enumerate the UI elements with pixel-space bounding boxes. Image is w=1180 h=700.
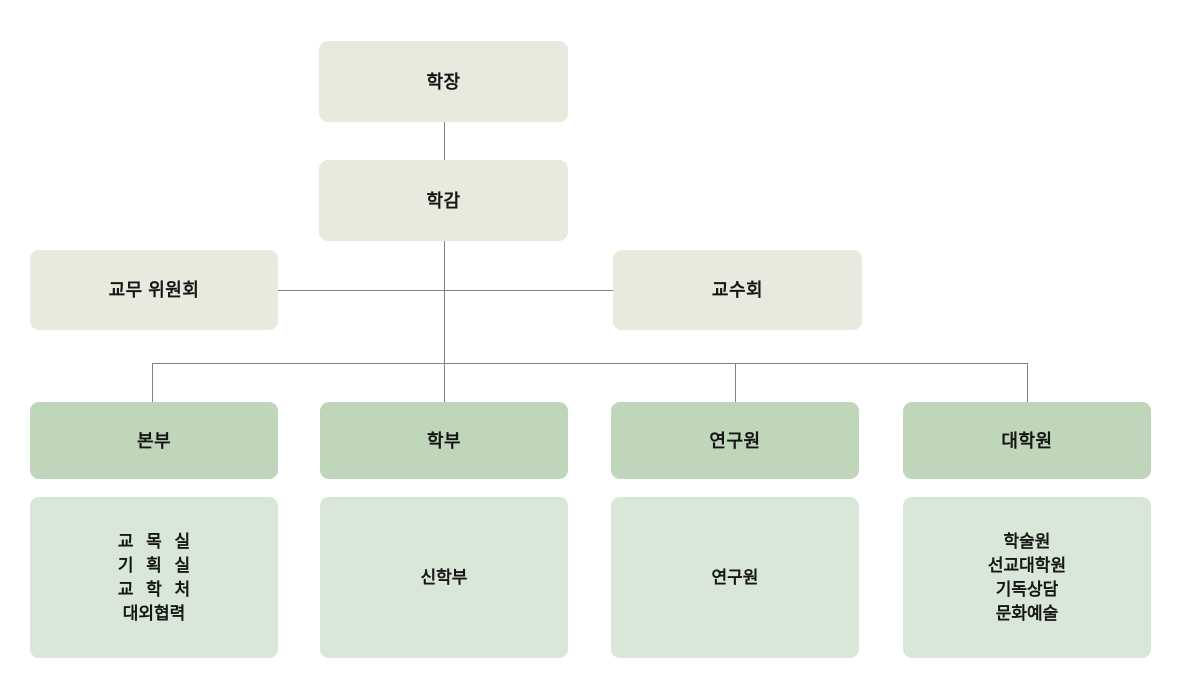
list-item: 기독상담 (995, 580, 1059, 599)
connector-drop-research-institute (735, 363, 736, 403)
headquarters-units-list: 교 목 실 기 획 실 교 학 처 대외협력 (30, 533, 278, 622)
list-item: 교 목 실 (117, 532, 195, 551)
node-graduate-school-units[interactable]: 학술원 선교대학원 기독상담 문화예술 (903, 497, 1151, 658)
connector-drop-graduate-school (1027, 363, 1028, 403)
node-academic-dean[interactable]: 학감 (319, 160, 568, 241)
node-graduate-school[interactable]: 대학원 (903, 402, 1151, 479)
node-academic-affairs-committee[interactable]: 교무 위원회 (30, 250, 278, 330)
list-item: 선교대학원 (987, 556, 1067, 575)
node-headquarters-units[interactable]: 교 목 실 기 획 실 교 학 처 대외협력 (30, 497, 278, 658)
node-undergraduate-label: 학부 (426, 430, 462, 451)
list-item: 신학부 (420, 568, 468, 587)
connector-committees-horizontal (277, 290, 618, 291)
connector-drop-undergraduate (444, 363, 445, 403)
connector-dean-to-academic-dean (444, 122, 445, 161)
list-item: 문화예술 (995, 604, 1059, 623)
research-institute-units-list: 연구원 (611, 569, 859, 586)
list-item: 학술원 (1003, 532, 1051, 551)
undergraduate-units-list: 신학부 (320, 569, 568, 586)
node-undergraduate[interactable]: 학부 (320, 402, 568, 479)
connector-division-bus (152, 363, 1028, 364)
list-item: 연구원 (711, 568, 759, 587)
node-research-institute-units[interactable]: 연구원 (611, 497, 859, 658)
node-headquarters[interactable]: 본부 (30, 402, 278, 479)
list-item: 대외협력 (122, 604, 186, 623)
connector-academic-dean-trunk (444, 241, 445, 363)
node-dean[interactable]: 학장 (319, 41, 568, 122)
list-item: 교 학 처 (117, 580, 195, 599)
node-research-institute[interactable]: 연구원 (611, 402, 859, 479)
node-dean-label: 학장 (426, 71, 461, 92)
node-undergraduate-units[interactable]: 신학부 (320, 497, 568, 658)
list-item: 기 획 실 (117, 556, 195, 575)
node-academic-dean-label: 학감 (426, 190, 461, 211)
node-graduate-school-label: 대학원 (1001, 430, 1053, 451)
node-research-institute-label: 연구원 (709, 430, 761, 451)
node-faculty-council-label: 교수회 (711, 280, 764, 300)
connector-drop-headquarters (152, 363, 153, 403)
node-academic-affairs-committee-label: 교무 위원회 (108, 280, 200, 300)
node-headquarters-label: 본부 (136, 430, 172, 451)
graduate-school-units-list: 학술원 선교대학원 기독상담 문화예술 (903, 533, 1151, 622)
node-faculty-council[interactable]: 교수회 (613, 250, 862, 330)
